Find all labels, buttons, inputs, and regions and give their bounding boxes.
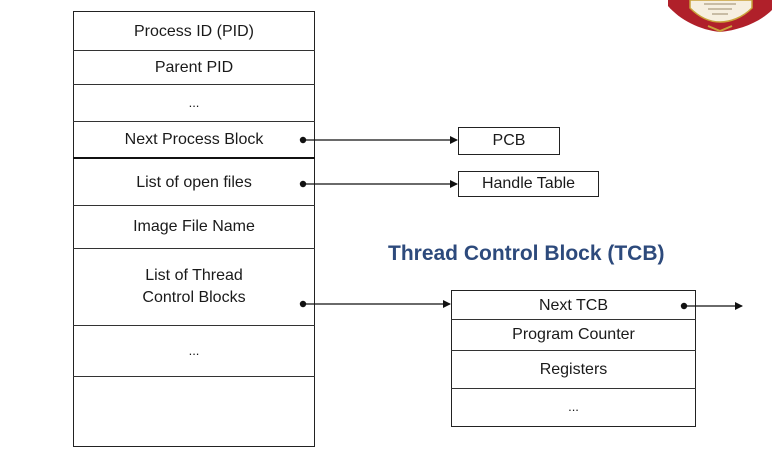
next-tcb-arrow — [680, 302, 743, 310]
divider — [73, 248, 315, 249]
divider — [451, 388, 696, 389]
thread-list-arrow — [299, 300, 451, 308]
divider — [73, 121, 315, 122]
next-tcb-field: Next TCB — [538, 296, 609, 314]
pid-field: Process ID (PID) — [133, 22, 254, 40]
divider — [451, 350, 696, 351]
thread-control-block — [451, 290, 696, 427]
divider — [451, 319, 696, 320]
ellipsis-field: ... — [568, 399, 579, 414]
pcb-box: PCB — [458, 127, 560, 155]
next-process-block-field: Next Process Block — [124, 131, 264, 148]
divider — [73, 376, 315, 377]
image-file-name-field: Image File Name — [133, 218, 255, 235]
open-files-arrow — [299, 180, 458, 188]
thread-control-blocks-field: List of Thread Control Blocks — [142, 267, 246, 306]
tcb-title: Thread Control Block (TCB) — [388, 242, 665, 265]
divider — [73, 50, 315, 51]
ellipsis-field: ... — [188, 343, 200, 358]
parent-pid-field: Parent PID — [154, 58, 234, 76]
open-files-field: List of open files — [136, 173, 252, 191]
registers-field: Registers — [539, 360, 608, 378]
ellipsis-field: ... — [188, 95, 200, 110]
divider — [73, 157, 315, 159]
handle-table-box: Handle Table — [458, 171, 599, 197]
program-counter-field: Program Counter — [512, 326, 635, 343]
process-control-block — [73, 11, 315, 447]
divider — [73, 205, 315, 206]
divider — [73, 325, 315, 326]
divider — [73, 84, 315, 85]
next-process-arrow — [299, 136, 458, 144]
